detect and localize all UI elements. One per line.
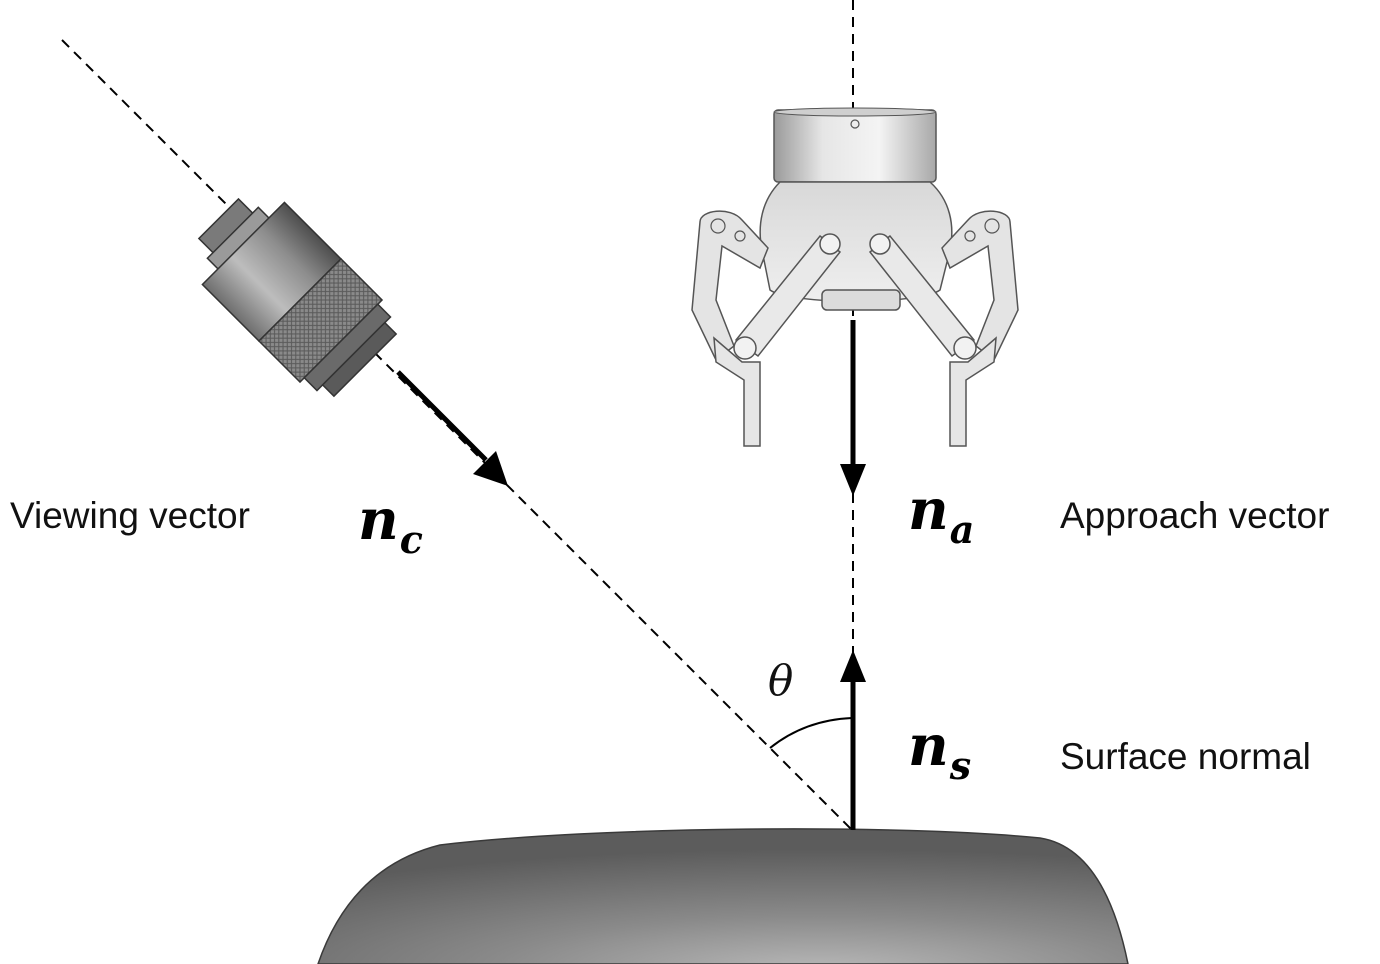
camera-icon	[197, 197, 398, 398]
approach-vector-label: Approach vector	[1060, 495, 1330, 536]
ns-symbol: ns	[908, 718, 971, 785]
nc-symbol: nc	[358, 492, 423, 559]
ns-subscript: s	[949, 743, 972, 788]
viewing-vector-label: Viewing vector	[10, 495, 250, 536]
na-subscript: a	[949, 507, 975, 552]
nc-subscript: c	[399, 517, 423, 562]
surface-normal-arrowhead	[840, 650, 866, 682]
approach-vector-arrowhead	[840, 464, 866, 496]
ns-base: n	[908, 713, 949, 779]
surface-normal-label: Surface normal	[1060, 736, 1311, 777]
na-symbol: na	[908, 482, 974, 549]
nc-base: n	[358, 487, 399, 553]
viewing-vector-arrow	[396, 370, 488, 462]
viewing-vector-arrowhead	[473, 451, 508, 486]
object-surface	[317, 828, 1129, 964]
viewing-axis-dashed	[61, 39, 853, 831]
angle-arc	[769, 717, 853, 749]
theta-symbol: θ	[768, 656, 794, 705]
na-base: n	[908, 477, 949, 543]
gripper-icon	[691, 107, 1019, 447]
